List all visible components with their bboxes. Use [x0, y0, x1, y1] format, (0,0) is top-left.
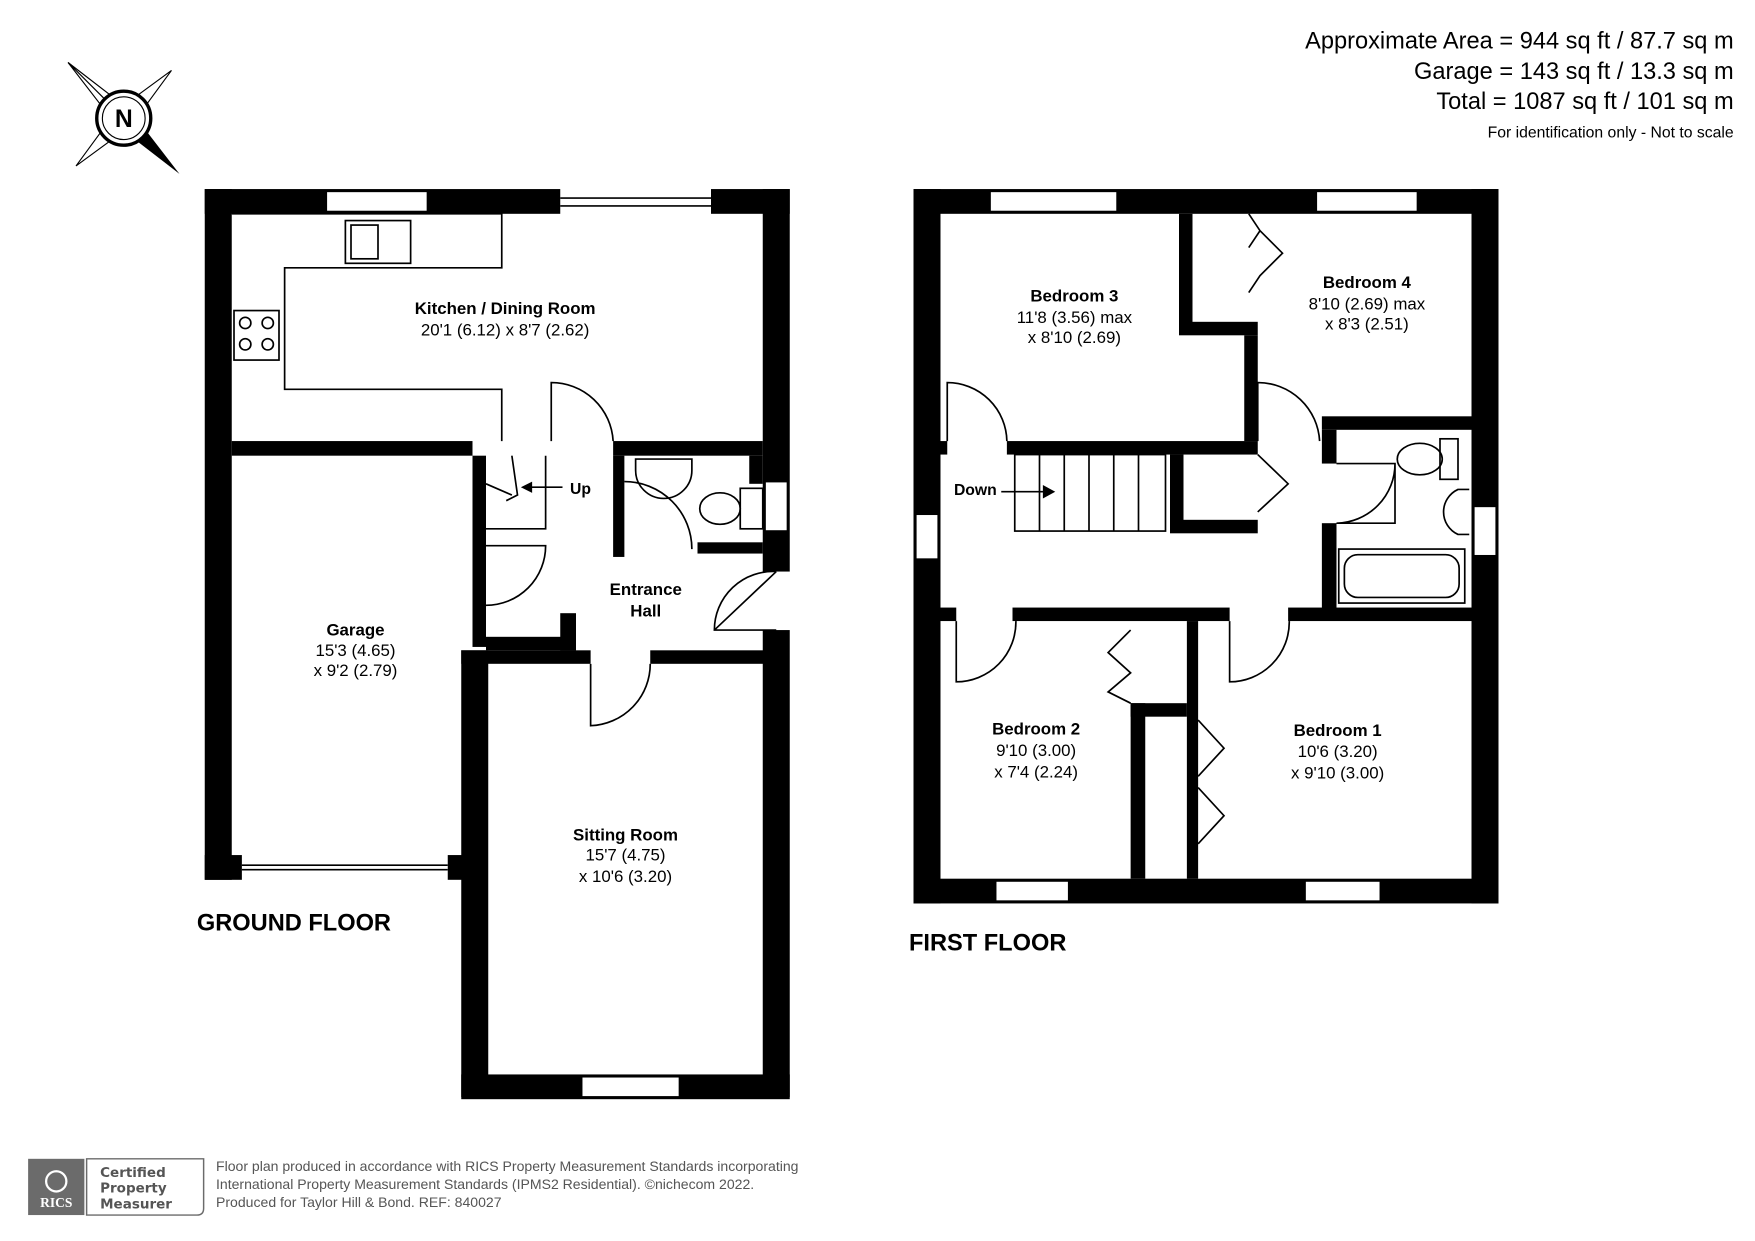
first-floor-labels: Bedroom 3 11'8 (3.56) max x 8'10 (2.69) …	[909, 273, 1426, 957]
rics-org: RICS	[40, 1195, 72, 1210]
room-dims: 15'7 (4.75)	[585, 846, 665, 865]
rics-lion-icon	[45, 1170, 68, 1193]
stairs-label: Down	[954, 482, 997, 499]
footer-note: International Property Measurement Stand…	[216, 1176, 754, 1192]
approximate-area: Approximate Area = 944 sq ft / 87.7 sq m	[1305, 28, 1734, 54]
room-dims: 11'8 (3.56) max	[1017, 308, 1133, 327]
room-name: Sitting Room	[573, 825, 678, 844]
first-floor-walls	[913, 189, 1499, 904]
room-dims: 15'3 (4.65)	[315, 641, 395, 660]
room-dims: x 10'6 (3.20)	[579, 867, 672, 886]
garage-area: Garage = 143 sq ft / 13.3 sq m	[1414, 59, 1734, 85]
room-name: Hall	[630, 602, 661, 621]
room-name: Bedroom 2	[992, 720, 1080, 739]
ground-floor-labels: Kitchen / Dining Room 20'1 (6.12) x 8'7 …	[197, 299, 682, 937]
room-dims: 9'10 (3.00)	[996, 741, 1076, 760]
room-name: Garage	[326, 621, 384, 640]
floor-label: GROUND FLOOR	[197, 910, 391, 936]
room-dims: 8'10 (2.69) max	[1309, 294, 1426, 313]
room-dims: x 8'10 (2.69)	[1028, 328, 1121, 347]
footer-notes: Floor plan produced in accordance with R…	[216, 1158, 798, 1210]
room-dims: 20'1 (6.12) x 8'7 (2.62)	[421, 320, 590, 339]
disclaimer: For identification only - Not to scale	[1488, 124, 1734, 141]
badge-line: Certified	[100, 1165, 166, 1181]
room-dims: x 9'10 (3.00)	[1291, 764, 1384, 783]
total-area: Total = 1087 sq ft / 101 sq m	[1436, 89, 1733, 115]
room-dims: 10'6 (3.20)	[1298, 742, 1378, 761]
compass-letter: N	[115, 106, 133, 133]
room-name: Bedroom 1	[1294, 721, 1382, 740]
badge-line: Measurer	[100, 1196, 172, 1212]
room-dims: x 8'3 (2.51)	[1325, 315, 1409, 334]
room-name: Bedroom 3	[1030, 287, 1118, 306]
area-summary: Approximate Area = 944 sq ft / 87.7 sq m…	[1305, 28, 1734, 141]
footer-note: Floor plan produced in accordance with R…	[216, 1158, 798, 1174]
room-dims: x 7'4 (2.24)	[994, 762, 1078, 781]
footer-note: Produced for Taylor Hill & Bond. REF: 84…	[216, 1194, 502, 1210]
room-name: Entrance	[610, 580, 682, 599]
stairs-label: Up	[570, 481, 591, 498]
ground-floor-walls	[204, 189, 790, 1100]
compass-icon: N	[67, 62, 180, 174]
badge-line: Property	[100, 1181, 167, 1197]
rics-badge: RICS Certified Property Measurer	[28, 1158, 205, 1216]
room-dims: x 9'2 (2.79)	[314, 661, 398, 680]
room-name: Kitchen / Dining Room	[415, 299, 596, 318]
floor-label: FIRST FLOOR	[909, 931, 1066, 957]
room-name: Bedroom 4	[1323, 273, 1412, 292]
